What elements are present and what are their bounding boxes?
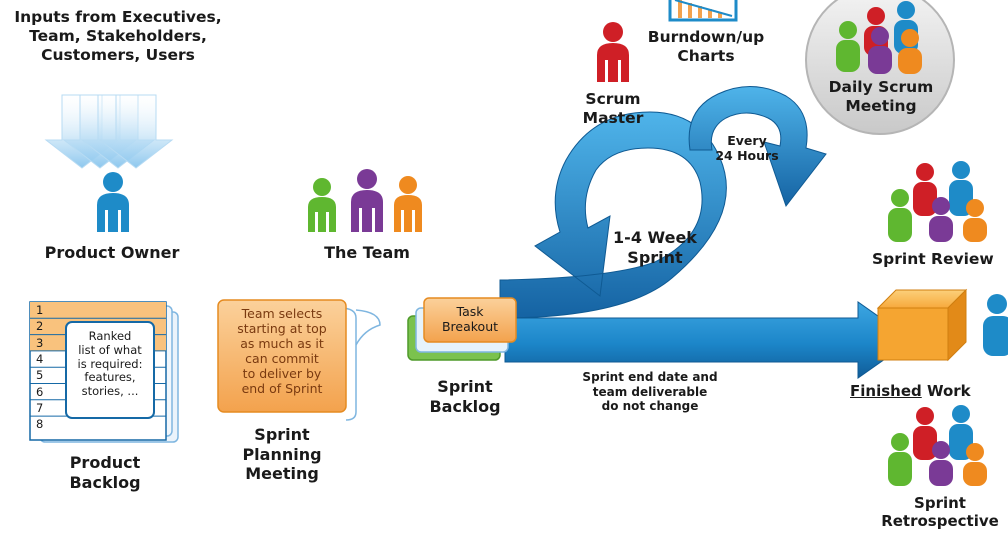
product-backlog-label: Product Backlog	[69, 453, 141, 492]
finished-work-label: Finished Work	[850, 382, 1008, 400]
daily-scrum-circle	[805, 0, 955, 135]
sprint-backlog-cards	[407, 297, 517, 361]
inputs-arrows	[44, 94, 174, 169]
team-label: The Team	[324, 243, 410, 262]
backlog-row-number: 1	[36, 303, 44, 317]
every-24-hours-label: Every 24 Hours	[715, 133, 779, 164]
task-breakout-text: Task Breakout	[441, 304, 499, 334]
backlog-row-number: 6	[36, 384, 44, 399]
burndown-label: Burndown/up Charts	[647, 28, 765, 65]
sprint-review-people-icon	[888, 161, 987, 242]
retrospective-people-icon	[888, 405, 987, 486]
sprint-review-label: Sprint Review	[872, 250, 994, 268]
planning-note-text: Team selects starting at top as much as …	[237, 306, 327, 396]
planning-note-card	[217, 299, 381, 421]
sprint-end-label: Sprint end date and team deliverable do …	[582, 370, 718, 414]
scrum-master-person-icon	[597, 22, 629, 82]
backlog-row-number: 7	[36, 400, 44, 415]
finished-word: Finished	[850, 382, 922, 400]
inputs-label: Inputs from Executives, Team, Stakeholde…	[14, 8, 222, 64]
sprint-backlog-label: Sprint Backlog	[429, 377, 501, 416]
backlog-row-number: 8	[36, 417, 44, 432]
sprint-retrospective-label: Sprint Retrospective	[881, 494, 999, 531]
backlog-row-number: 3	[36, 335, 44, 350]
planning-meeting-label: Sprint Planning Meeting	[242, 425, 322, 484]
backlog-row-number: 2	[36, 319, 44, 334]
finished-work-box-icon	[876, 288, 968, 362]
work-word: Work	[921, 382, 971, 400]
burndown-chart-icon	[668, 0, 738, 22]
team-people-icon	[308, 169, 422, 232]
backlog-note-card	[65, 321, 155, 419]
finished-work-person-icon	[983, 294, 1008, 356]
backlog-row-number: 5	[36, 368, 44, 383]
scrum-master-label: Scrum Master	[582, 90, 644, 127]
backlog-row-number: 4	[36, 351, 44, 366]
daily-scrum-label: Daily Scrum Meeting	[828, 78, 934, 115]
sprint-duration-label: 1-4 Week Sprint	[613, 228, 697, 267]
backlog-note-text: Ranked list of what is required: feature…	[77, 329, 143, 399]
product-owner-label: Product Owner	[44, 243, 180, 262]
sprint-cycle-arrow	[499, 85, 913, 379]
product-owner-person-icon	[97, 172, 129, 232]
